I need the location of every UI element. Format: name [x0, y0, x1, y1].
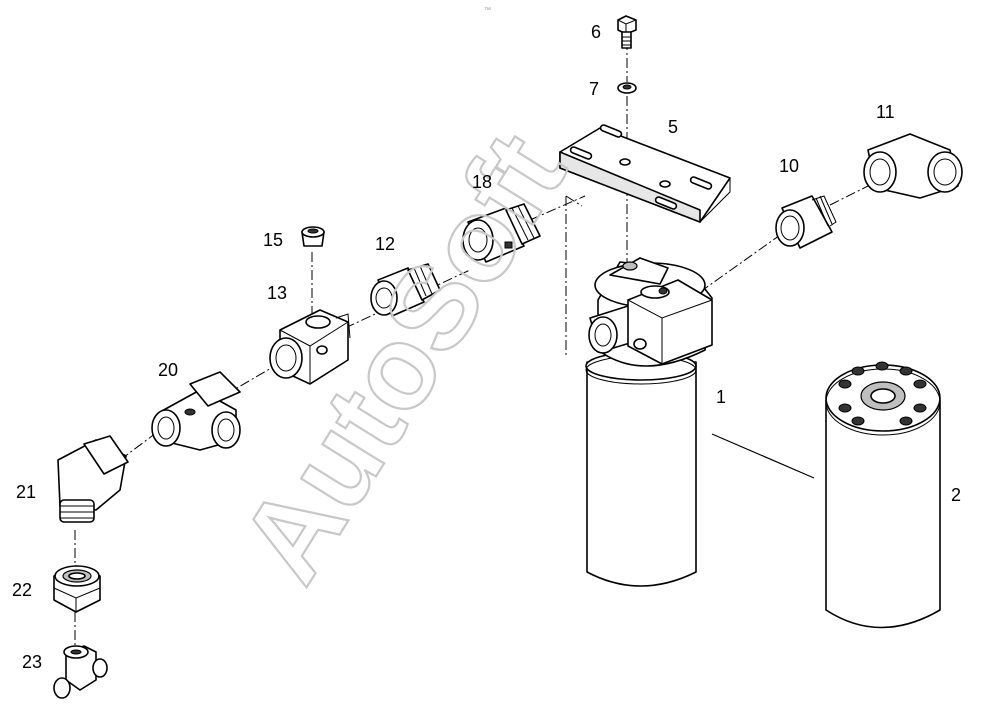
callout-23: 23	[22, 652, 42, 672]
part-15-plug	[301, 226, 325, 247]
part-7-washer	[617, 82, 637, 94]
callout-20: 20	[158, 360, 178, 380]
part-18-reducer-fitting	[462, 203, 541, 263]
part-10-straight-adapter	[775, 195, 837, 249]
callout-22: 22	[12, 580, 32, 600]
callout-2: 2	[951, 485, 961, 505]
watermark-top-mark: ™	[484, 7, 491, 14]
callout-11: 11	[876, 102, 895, 122]
part-21-elbow-fitting-lower	[57, 435, 129, 523]
part-2-filter-cartridge	[825, 361, 941, 629]
part-11-elbow-fitting	[863, 133, 963, 199]
part-22-nut-fitting	[53, 565, 101, 613]
leader-line-1	[711, 433, 815, 479]
callout-10: 10	[779, 156, 799, 176]
callout-5: 5	[668, 117, 678, 137]
callout-labels: 6 7 5 11 10 18 15 12 13 20 1 21 2 22 23	[12, 22, 961, 672]
part-20-tee-fitting	[151, 371, 241, 451]
callout-15: 15	[263, 230, 283, 250]
callout-1: 1	[716, 387, 726, 407]
callout-13: 13	[267, 283, 287, 303]
part-1-filter-assembly	[585, 257, 713, 587]
callout-21: 21	[16, 482, 36, 502]
part-13-port-block	[269, 309, 351, 385]
part-23-small-tee	[53, 645, 108, 699]
callout-18: 18	[472, 172, 492, 192]
part-5-mounting-bracket	[559, 124, 731, 223]
callout-12: 12	[375, 234, 395, 254]
part-6-bolt	[617, 15, 637, 49]
callout-6: 6	[591, 22, 601, 42]
callout-7: 7	[589, 79, 599, 99]
part-12-union-fitting	[370, 263, 441, 317]
